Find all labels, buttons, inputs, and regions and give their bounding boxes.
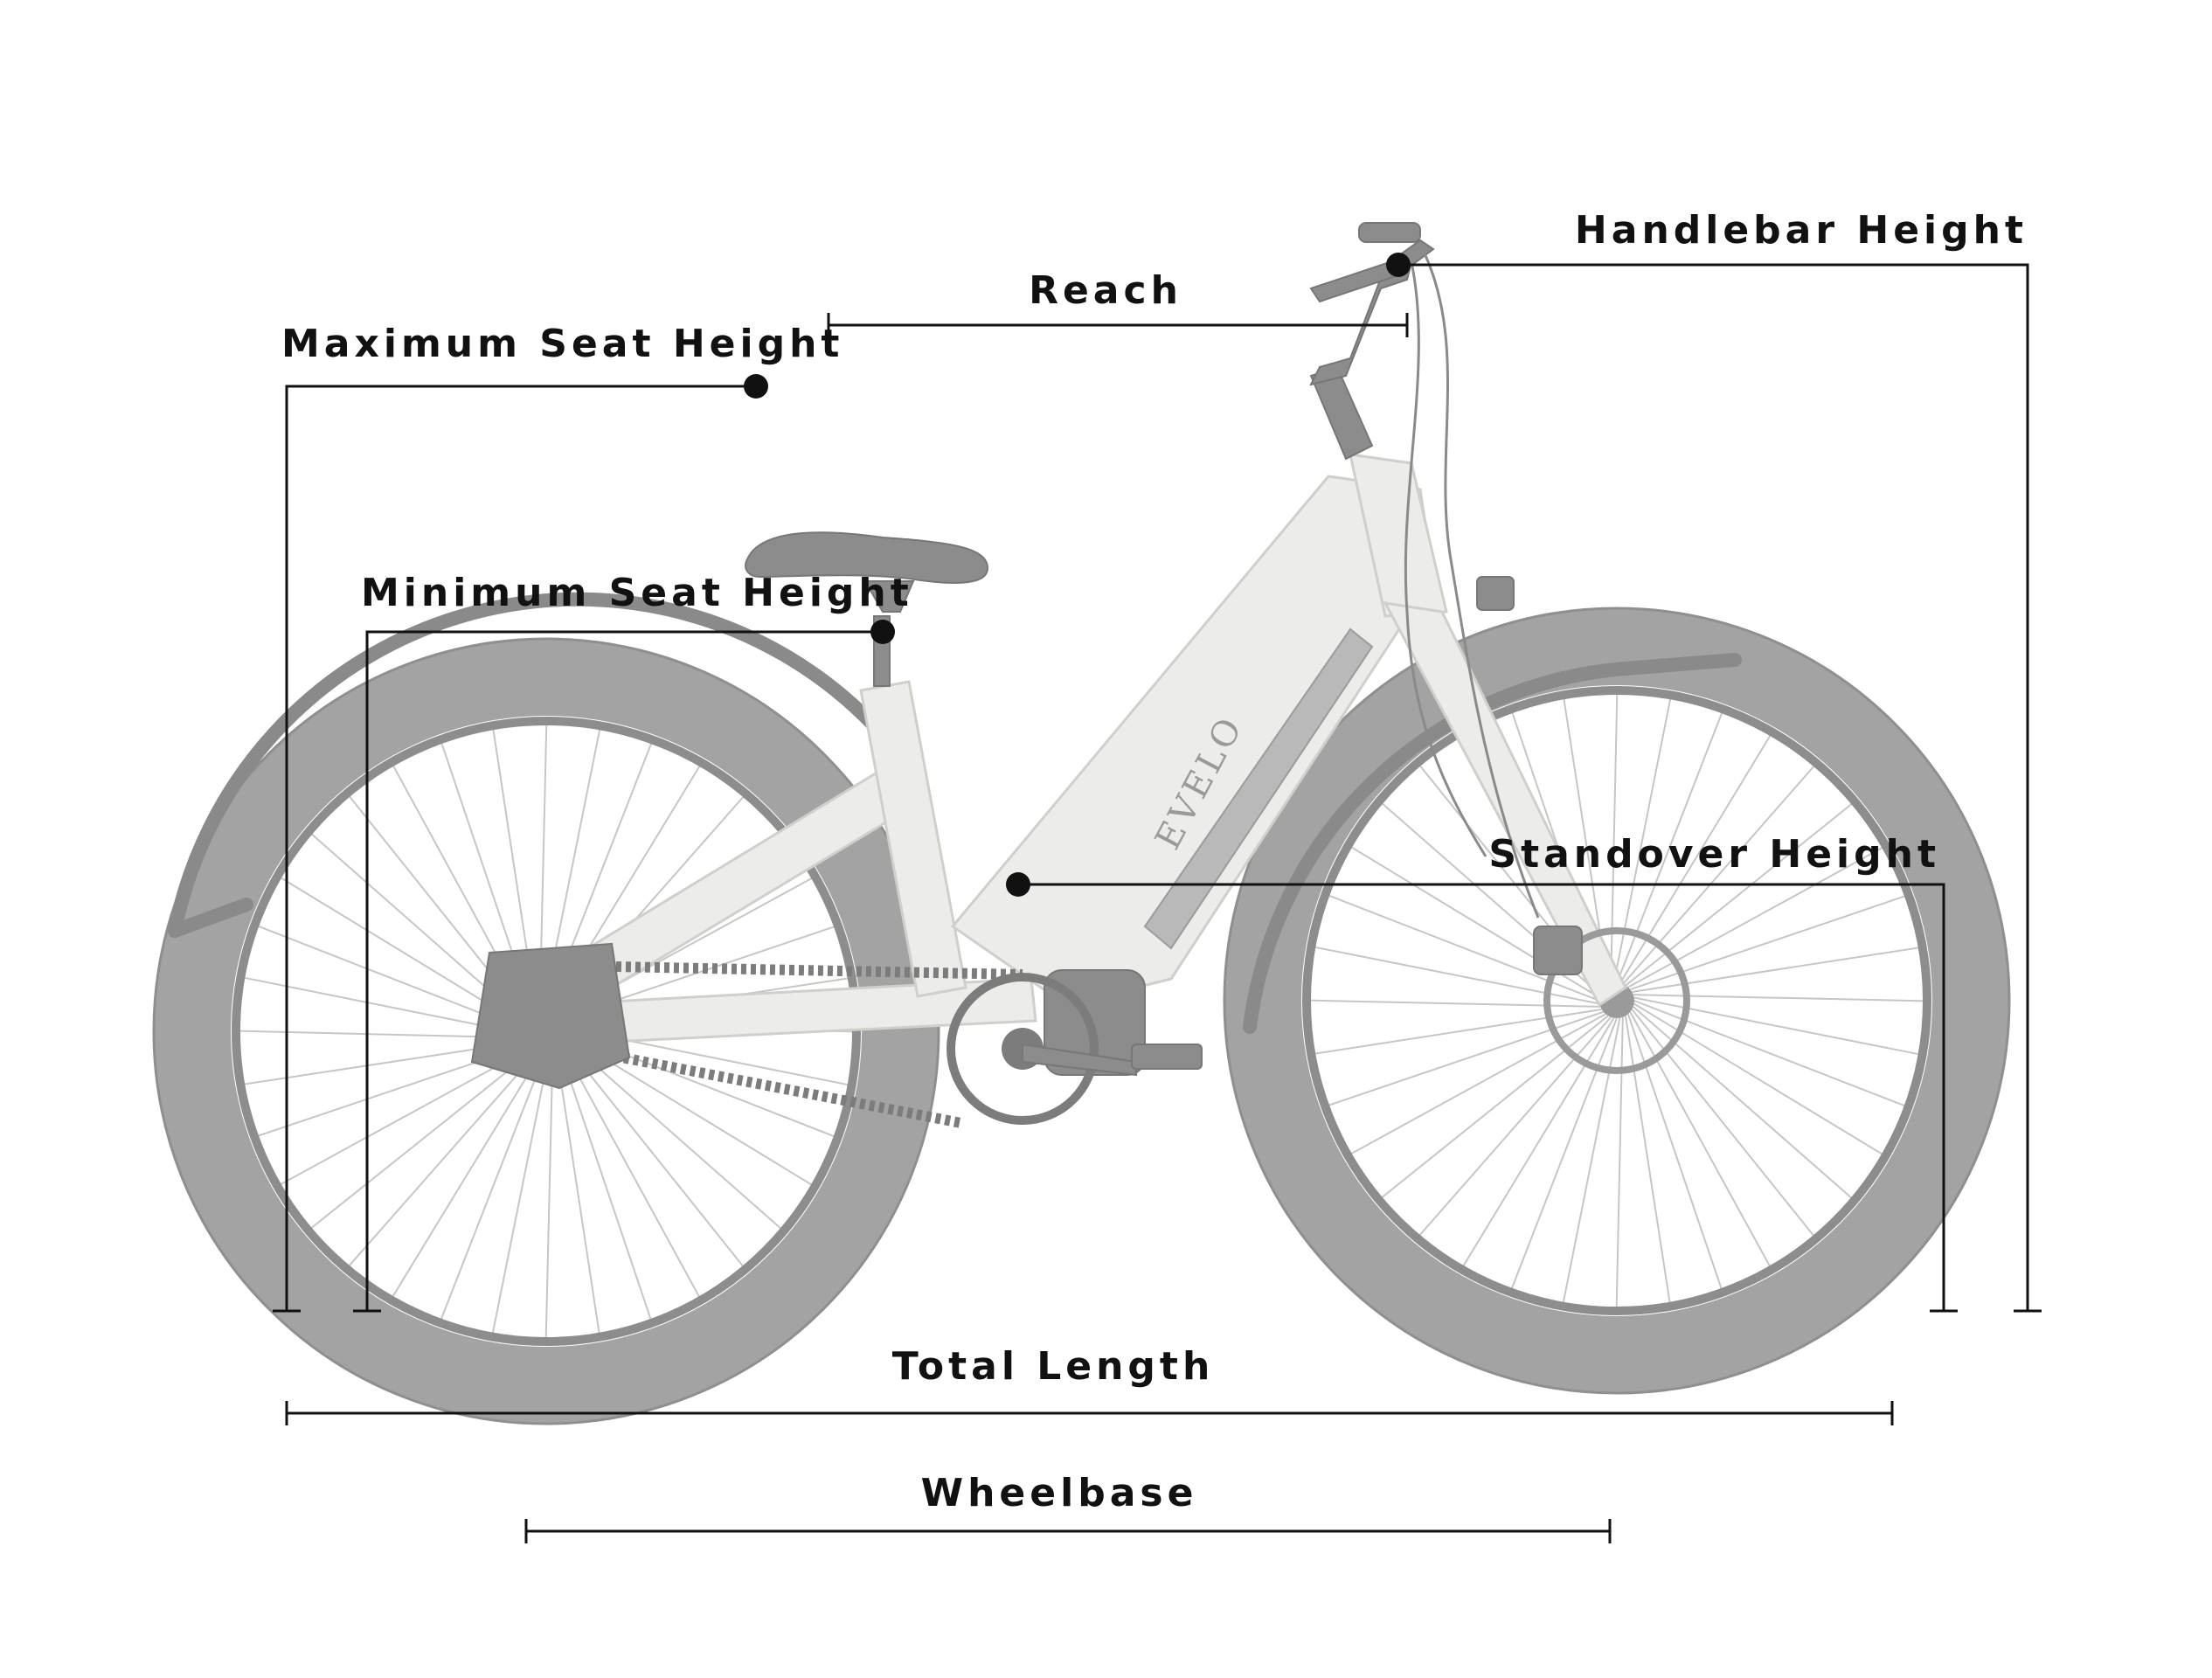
- wheel-spoke: [1625, 802, 1854, 987]
- wheel-spoke: [1418, 1016, 1612, 1238]
- total-length-dimension: Total Length: [285, 1344, 1894, 1425]
- handlebar-height-label: Handlebar Height: [1575, 208, 2028, 253]
- wheel-spoke: [1626, 1013, 1723, 1291]
- brake-cable: [1423, 253, 1540, 919]
- front-fender-tip: [1619, 653, 1742, 676]
- rear-rim: [232, 717, 861, 1346]
- rear-tire-outer-edge: [152, 637, 940, 1425]
- wheel-spoke: [1327, 1010, 1605, 1107]
- wheel-spoke: [1633, 1002, 1884, 1156]
- standover-height-dimension: Standover Height: [1006, 832, 1958, 1313]
- rear-wheel-spokes: [238, 723, 855, 1340]
- wheel-spoke: [562, 1040, 745, 1268]
- wheel-spoke: [1632, 946, 1920, 993]
- rear-wheel: [152, 637, 940, 1425]
- front-wheel-spokes: [1308, 692, 1925, 1309]
- belt-upper: [567, 960, 1023, 980]
- pedal: [1131, 1044, 1203, 1070]
- shift-cable: [1404, 261, 1487, 857]
- wheel-spoke: [1616, 711, 1723, 984]
- wheel-spoke: [1627, 846, 1884, 988]
- max-seat-height-dimension: Maximum Seat Height: [273, 322, 843, 1313]
- wheel-spoke: [491, 1050, 551, 1335]
- saddle-clamp: [863, 580, 915, 613]
- wheel-spoke: [1562, 1017, 1621, 1304]
- wheel-spoke: [1629, 1011, 1772, 1268]
- front-fork: [1383, 601, 1627, 1008]
- handlebar-controls: [1358, 222, 1421, 243]
- max-seat-height-label: Maximum Seat Height: [281, 322, 843, 366]
- wheel-spoke: [1510, 1017, 1618, 1291]
- wheel-spoke: [1633, 996, 1920, 1056]
- head-tube: [1349, 453, 1448, 618]
- total-length-label: Total Length: [892, 1344, 1215, 1389]
- rear-fender: [168, 592, 881, 938]
- min-seat-height-label: Minimum Seat Height: [361, 571, 913, 615]
- wheel-spoke: [1629, 894, 1907, 991]
- wheel-spoke: [440, 1050, 547, 1321]
- wheelbase-dimension: Wheelbase: [524, 1471, 1612, 1543]
- wheel-spoke: [1461, 1017, 1615, 1268]
- rear-fender-tip: [168, 898, 253, 938]
- wheel-spoke: [1612, 697, 1672, 984]
- wheel-spoke: [1633, 1000, 1907, 1107]
- handlebar-height-line: [1398, 263, 2029, 1311]
- belt-lower: [575, 1044, 963, 1128]
- wheel-spoke: [391, 1050, 544, 1299]
- seat-tube: [859, 680, 967, 998]
- wheel-spoke: [1349, 1013, 1606, 1155]
- wheelbase-label: Wheelbase: [921, 1471, 1198, 1515]
- wheel-spoke: [1314, 1009, 1602, 1055]
- rear-hub-gear: [470, 942, 631, 1090]
- dimension-annotations: Handlebar Height Reach Maximum Seat Heig…: [273, 208, 2042, 1543]
- front-tire: [1224, 608, 2009, 1393]
- handlebar-height-dimension: Handlebar Height: [1386, 208, 2042, 1313]
- wheel-spoke: [1633, 1006, 1854, 1200]
- wheel-spoke: [1308, 999, 1601, 1008]
- wheel-spoke: [1380, 1015, 1609, 1199]
- standover-height-label: Standover Height: [1488, 832, 1940, 877]
- front-rim: [1302, 686, 1931, 1315]
- chainring: [947, 973, 1099, 1125]
- battery-panel: [1143, 628, 1374, 950]
- wheel-spoke: [544, 1049, 554, 1340]
- wheel-spoke: [347, 1049, 541, 1268]
- wheel-spoke: [1619, 733, 1772, 984]
- min-seat-height-line: [365, 630, 883, 1311]
- disc-brake-rotor: [1543, 927, 1690, 1074]
- wheel-spoke: [1615, 1016, 1624, 1309]
- headlight: [1476, 576, 1515, 611]
- wheel-spoke: [1314, 946, 1600, 1005]
- wheel-spoke: [1625, 1016, 1671, 1304]
- crank-arm: [1022, 1043, 1137, 1077]
- reach-label: Reach: [1029, 268, 1182, 313]
- wheel-spoke: [1633, 994, 1925, 1002]
- min-seat-height-dimension: Minimum Seat Height: [353, 571, 913, 1313]
- wheel-spoke: [1622, 764, 1816, 985]
- bicycle-illustration: EVELO: [152, 222, 2011, 1425]
- wheel-spoke: [309, 1047, 537, 1230]
- disc-brake-caliper: [1533, 926, 1583, 975]
- wheel-spoke: [1610, 692, 1619, 985]
- reach-dimension: Reach: [827, 268, 1409, 337]
- front-fender: [1243, 662, 1633, 1034]
- rear-tire: [154, 639, 939, 1424]
- wheel-spoke: [1631, 1009, 1815, 1238]
- wheel-spoke: [279, 1044, 535, 1186]
- wheel-spoke: [559, 1043, 701, 1299]
- saddle: [745, 531, 989, 584]
- wheel-spoke: [1327, 894, 1600, 1002]
- wheel-spoke: [558, 1045, 653, 1321]
- front-tire-outer-edge: [1223, 607, 2011, 1395]
- front-wheel: [1223, 607, 2011, 1395]
- standover-height-line: [1018, 883, 1945, 1311]
- max-seat-height-line: [285, 385, 756, 1311]
- wheel-spoke: [555, 1047, 600, 1335]
